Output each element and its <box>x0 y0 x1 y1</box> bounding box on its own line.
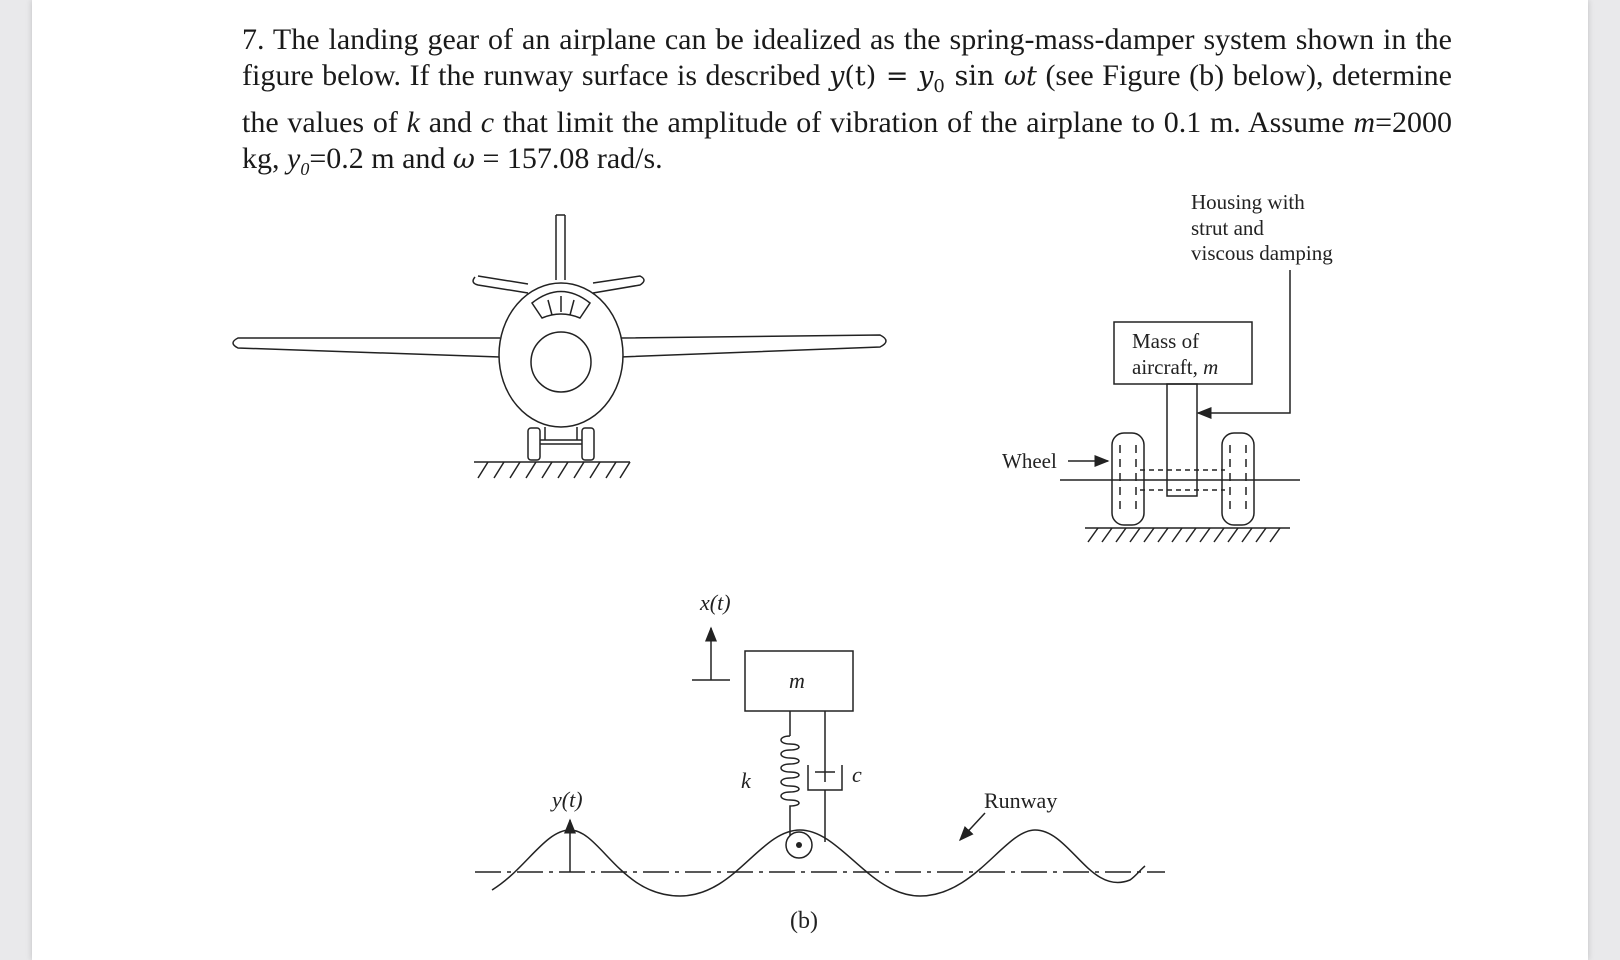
runway-label: Runway <box>984 788 1057 813</box>
mass-block <box>744 650 854 712</box>
document-page: 7. The landing gear of an airplane can b… <box>32 0 1588 960</box>
y0-value: =0.2 m and <box>309 142 453 175</box>
eq-wt: ωt <box>1004 61 1037 92</box>
problem-text-2: (see Figure (b) below), determine the va… <box>242 59 1452 139</box>
eq-t: (t) = <box>844 61 919 92</box>
strut-housing <box>1166 383 1198 497</box>
housing-label-line-3: viscous damping <box>1191 241 1333 265</box>
eq-y: y <box>829 61 845 92</box>
landing-gear-schematic: Housing with strut and viscous damping M… <box>1002 190 1333 543</box>
mass-label-line-2: aircraft, m <box>1132 355 1218 379</box>
var-c: c <box>480 106 495 139</box>
eq-y0-subscript: 0 <box>933 76 945 97</box>
mass-value: =2000 kg, <box>242 106 1452 175</box>
problem-number: 7. <box>242 23 265 56</box>
damper-cylinder <box>807 765 843 842</box>
damper-piston <box>815 711 835 782</box>
spring-k-label: k <box>741 768 752 793</box>
problem-statement: 7. The landing gear of an airplane can b… <box>242 22 1452 187</box>
var-y0: y <box>287 142 301 175</box>
roller-center <box>796 842 802 848</box>
spring-coil <box>780 735 800 810</box>
figure-b-model: x(t) m k c y(t) Runway (b) <box>475 590 1165 934</box>
damper-c-label: c <box>852 762 862 787</box>
x-of-t-label: x(t) <box>699 590 731 615</box>
eq-sin: sin <box>944 61 1005 92</box>
figure-b-caption: (b) <box>790 908 818 934</box>
problem-and: and <box>419 106 481 139</box>
var-omega: ω <box>452 144 475 175</box>
mass-label-m: m <box>1203 355 1218 379</box>
eq-y0: y <box>918 61 934 92</box>
housing-label-line-2: strut and <box>1191 216 1264 240</box>
problem-text-3: that limit the amplitude of vibration of… <box>494 106 1354 139</box>
wheel-label: Wheel <box>1002 449 1057 473</box>
var-y0-subscript: 0 <box>300 159 310 179</box>
runway-profile <box>491 829 1146 897</box>
problem-text-1: The landing gear of an airplane can be i… <box>242 23 1452 92</box>
mass-label-line-1: Mass of <box>1132 329 1199 353</box>
mass-label-aircraft: aircraft, <box>1132 355 1203 379</box>
left-wheel <box>1111 432 1145 526</box>
housing-label-line-1: Housing with <box>1191 190 1305 214</box>
mass-block-label: m <box>789 668 805 693</box>
aircraft-mass-box <box>1113 321 1253 385</box>
right-wheel <box>1221 432 1255 526</box>
var-m: m <box>1353 106 1376 139</box>
y-of-t-label: y(t) <box>550 787 583 812</box>
airplane-front-view <box>232 214 887 479</box>
var-k: k <box>406 106 420 139</box>
omega-value: = 157.08 rad/s. <box>474 142 663 175</box>
